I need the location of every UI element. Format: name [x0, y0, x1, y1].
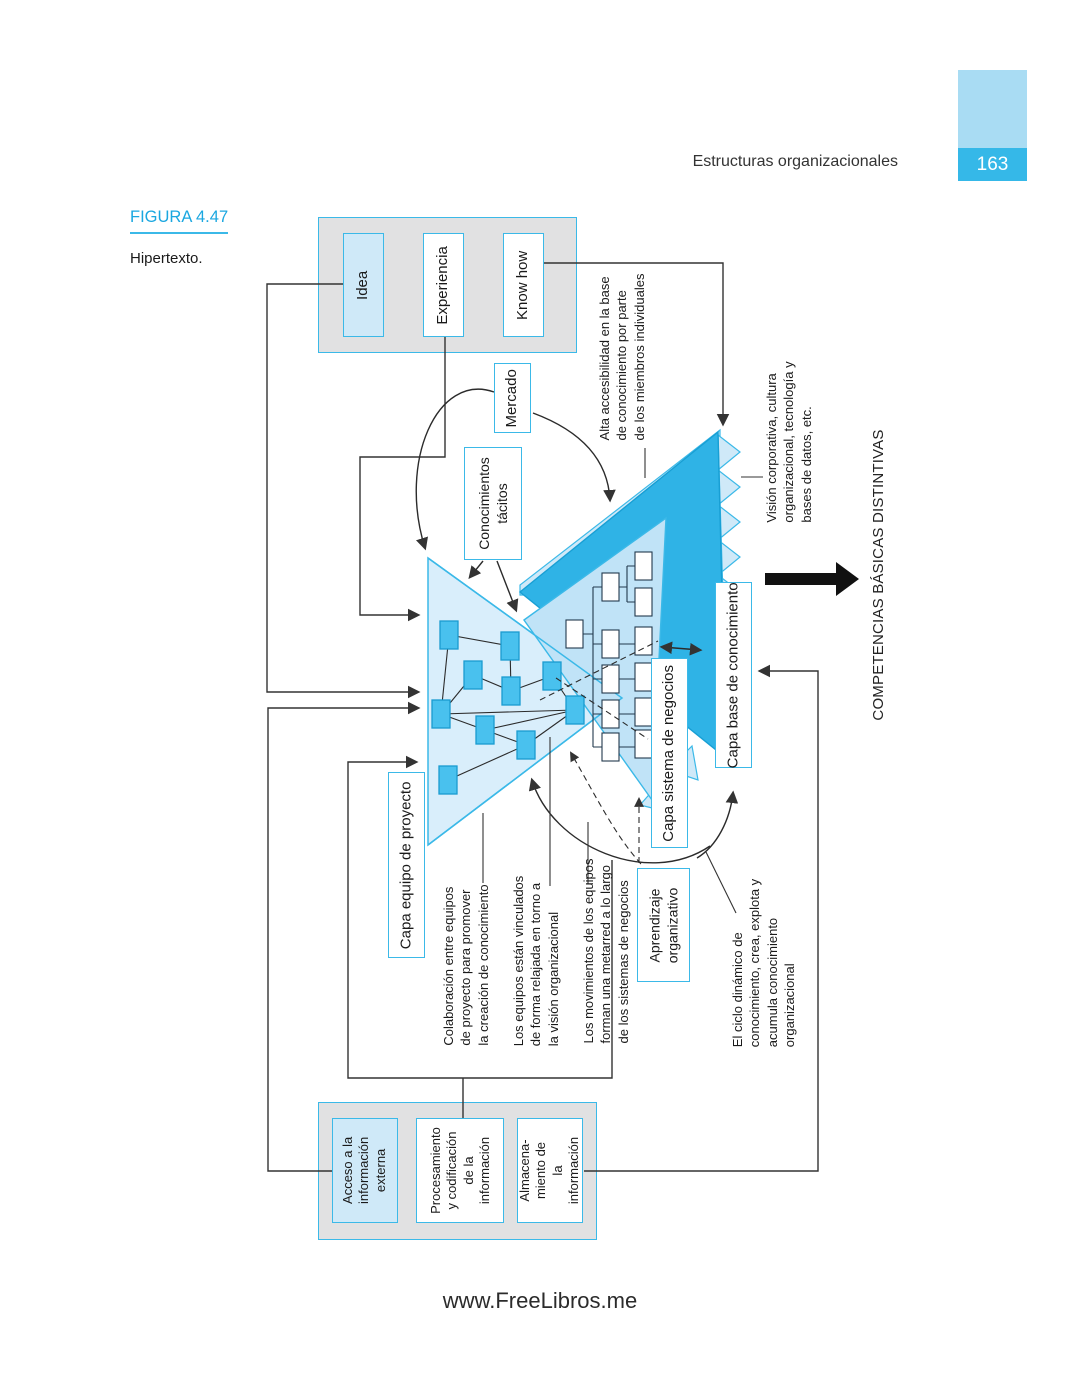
project-layer-box: Capa equipo de proyecto [388, 772, 425, 958]
curved-arrows [415, 388, 739, 864]
figure-caption: Hipertexto. [130, 250, 203, 267]
leader-lines [482, 448, 763, 914]
know-how-label: Know how [514, 250, 532, 320]
header-accent-block [958, 70, 1027, 148]
acceso-box: Acceso a la información externa [332, 1118, 398, 1223]
business-layer-box: Capa sistema de negocios [651, 658, 688, 848]
team-movement-dashed-lines [539, 640, 659, 865]
figure-label: FIGURA 4.47 [130, 208, 229, 234]
feedback-loops [266, 262, 819, 1172]
procesamiento-box: Procesamiento y codificación de la infor… [416, 1118, 504, 1223]
almacenamiento-label: Almacena- miento de la información [517, 1136, 582, 1205]
mercado-label: Mercado [503, 368, 521, 428]
conocimientos-tacitos-label: Conocimientos tácitos [475, 457, 510, 550]
competencias-arrow [765, 562, 859, 596]
project-layer-label: Capa equipo de proyecto [397, 781, 415, 949]
running-header: Estructuras organizacionales [692, 153, 898, 170]
knowledge-layer-box: Capa base de conocimiento [715, 582, 752, 768]
org-chart-boxes [565, 551, 653, 762]
aprendizaje-box: Aprendizaje organizativo [637, 868, 690, 982]
procesamiento-label: Procesamiento y codificación de la infor… [427, 1127, 492, 1214]
business-layer-label: Capa sistema de negocios [660, 664, 678, 842]
know-how-box: Know how [503, 233, 544, 337]
org-chart-connectors [583, 565, 635, 748]
footer-url: www.FreeLibros.me [442, 1288, 638, 1313]
idea-label: Idea [354, 270, 372, 300]
experiencia-box: Experiencia [423, 233, 464, 337]
experiencia-label: Experiencia [434, 245, 452, 325]
conocimientos-tacitos-box: Conocimientos tácitos [464, 447, 522, 560]
knowledge-layer-label: Capa base de conocimiento [724, 582, 742, 768]
team-network-nodes [431, 620, 585, 795]
idea-box: Idea [343, 233, 384, 337]
project-team-plane-edge [427, 557, 624, 846]
almacenamiento-box: Almacena- miento de la información [517, 1118, 583, 1223]
mercado-box: Mercado [494, 363, 531, 433]
acceso-label: Acceso a la información externa [340, 1136, 389, 1205]
aprendizaje-label: Aprendizaje organizativo [646, 887, 680, 963]
page-number-badge: 163 [958, 148, 1027, 181]
